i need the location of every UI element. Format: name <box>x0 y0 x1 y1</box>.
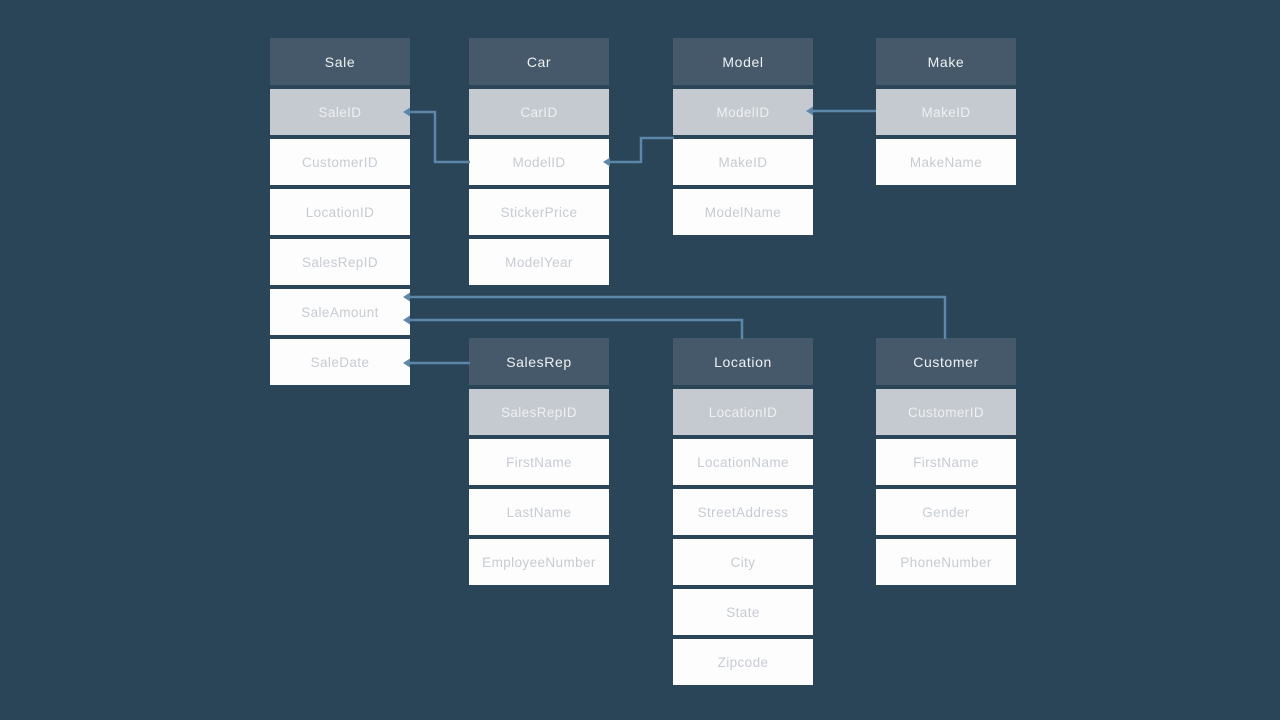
field-row-modelyear: ModelYear <box>469 239 609 285</box>
table-title: Make <box>876 38 1016 85</box>
table-title: Location <box>673 338 813 385</box>
field-row-lastname: LastName <box>469 489 609 535</box>
sale-saleid-to-car-connector <box>410 110 470 164</box>
table-title: SalesRep <box>469 338 609 385</box>
table-title: Sale <box>270 38 410 85</box>
field-row-state: State <box>673 589 813 635</box>
field-row-locationid: LocationID <box>270 189 410 235</box>
field-row-firstname: FirstName <box>469 439 609 485</box>
primary-key-row-customerid: CustomerID <box>876 389 1016 435</box>
field-row-streetaddress: StreetAddress <box>673 489 813 535</box>
table-title: Customer <box>876 338 1016 385</box>
field-row-saledate: SaleDate <box>270 339 410 385</box>
sale-to-customer-connector <box>410 295 947 339</box>
car-modelid-to-model-connector <box>610 136 674 164</box>
field-row-phonenumber: PhoneNumber <box>876 539 1016 585</box>
sale-to-location-connector <box>410 318 744 339</box>
table-title: Car <box>469 38 609 85</box>
field-row-customerid: CustomerID <box>270 139 410 185</box>
field-row-gender: Gender <box>876 489 1016 535</box>
primary-key-row-locationid: LocationID <box>673 389 813 435</box>
field-row-makename: MakeName <box>876 139 1016 185</box>
field-row-saleamount: SaleAmount <box>270 289 410 335</box>
table-title: Model <box>673 38 813 85</box>
field-row-locationname: LocationName <box>673 439 813 485</box>
field-row-modelid: ModelID <box>469 139 609 185</box>
field-row-modelname: ModelName <box>673 189 813 235</box>
field-row-salesrepid: SalesRepID <box>270 239 410 285</box>
field-row-employeenumber: EmployeeNumber <box>469 539 609 585</box>
primary-key-row-saleid: SaleID <box>270 89 410 135</box>
field-row-zipcode: Zipcode <box>673 639 813 685</box>
field-row-makeid: MakeID <box>673 139 813 185</box>
field-row-firstname: FirstName <box>876 439 1016 485</box>
primary-key-row-carid: CarID <box>469 89 609 135</box>
primary-key-row-modelid: ModelID <box>673 89 813 135</box>
primary-key-row-makeid: MakeID <box>876 89 1016 135</box>
field-row-stickerprice: StickerPrice <box>469 189 609 235</box>
primary-key-row-salesrepid: SalesRepID <box>469 389 609 435</box>
field-row-city: City <box>673 539 813 585</box>
